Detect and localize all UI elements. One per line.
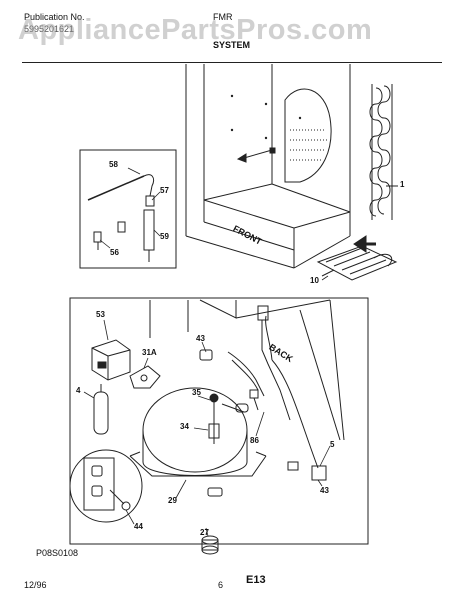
capacitor-part — [93, 384, 109, 435]
callout-1: 1 — [400, 180, 405, 189]
callout-34: 34 — [180, 422, 189, 431]
grommet-part — [201, 535, 219, 555]
callout-5: 5 — [330, 440, 335, 449]
callout-10: 10 — [310, 276, 319, 285]
wall-dots — [230, 94, 302, 140]
callout-44: 44 — [134, 522, 143, 531]
footer-page-number: 6 — [218, 580, 224, 590]
callout-58: 58 — [109, 160, 118, 169]
thermostat-arrow — [236, 147, 276, 163]
inset-thermostat-box — [79, 149, 177, 269]
callout-43-top: 43 — [196, 334, 205, 343]
overload-part — [129, 365, 161, 389]
model-label: FMR — [213, 12, 233, 22]
compartment-divider-curve — [284, 88, 332, 183]
clip-part — [199, 349, 213, 361]
outlet-inset — [69, 449, 143, 523]
drip-tray-coil — [316, 235, 398, 281]
callout-27: 27 — [200, 528, 209, 537]
publication-number: 5995201621 — [24, 24, 75, 34]
callout-43-bottom: 43 — [320, 486, 329, 495]
watermark-logo: AppliancePartsPros.com — [18, 14, 373, 46]
callout-35: 35 — [192, 388, 201, 397]
relay-part — [91, 339, 131, 381]
callout-56: 56 — [110, 248, 119, 257]
compressor-detail-box — [69, 297, 369, 545]
publication-label: Publication No. — [24, 12, 85, 22]
callout-53: 53 — [96, 310, 105, 319]
callout-31a: 31A — [142, 348, 157, 357]
callout-59: 59 — [160, 232, 169, 241]
callout-4: 4 — [76, 386, 81, 395]
callout-29: 29 — [168, 496, 177, 505]
callout-86: 86 — [250, 436, 259, 445]
section-title: SYSTEM — [213, 40, 251, 50]
section-code: E13 — [246, 574, 266, 586]
condenser-coil — [369, 84, 398, 220]
compressor-body — [129, 387, 267, 497]
figure-code: P08S0108 — [36, 548, 79, 558]
callout-57: 57 — [160, 186, 169, 195]
footer-date: 12/96 — [24, 580, 47, 590]
mounting-bolt — [208, 393, 220, 444]
header-divider — [22, 62, 442, 63]
wire-harness — [227, 305, 327, 481]
leader-lines — [83, 167, 398, 537]
cabinet-outline — [185, 64, 351, 269]
